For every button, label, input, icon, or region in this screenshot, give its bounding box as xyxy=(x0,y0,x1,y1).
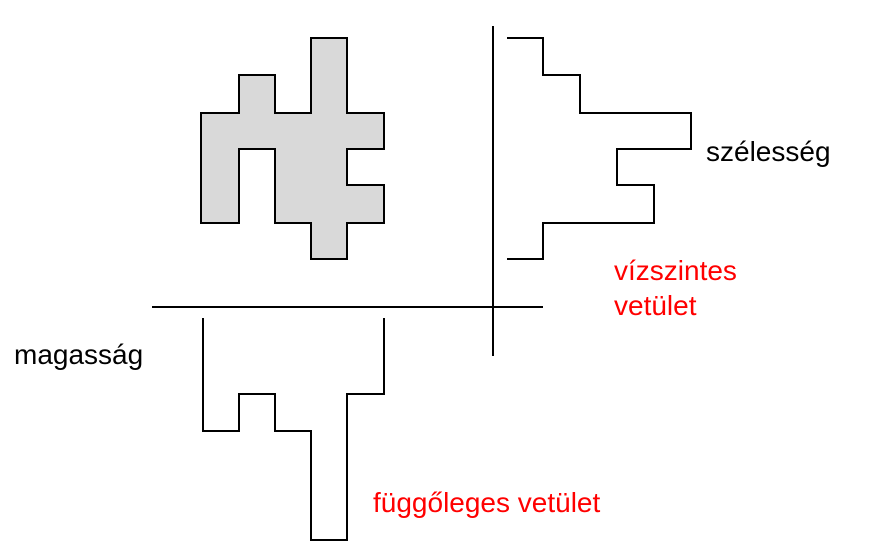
horizontal-projection-profile xyxy=(507,37,692,260)
binary-object-shape xyxy=(200,37,385,260)
horizontal-projection-caption-line1: vízszintes xyxy=(614,255,737,286)
height-label: magasság xyxy=(14,339,144,370)
horizontal-projection-caption-line2: vetület xyxy=(614,290,697,321)
width-label: szélesség xyxy=(706,136,831,167)
vertical-projection-caption: függőleges vetület xyxy=(373,487,601,518)
vertical-projection-profile xyxy=(202,318,385,541)
